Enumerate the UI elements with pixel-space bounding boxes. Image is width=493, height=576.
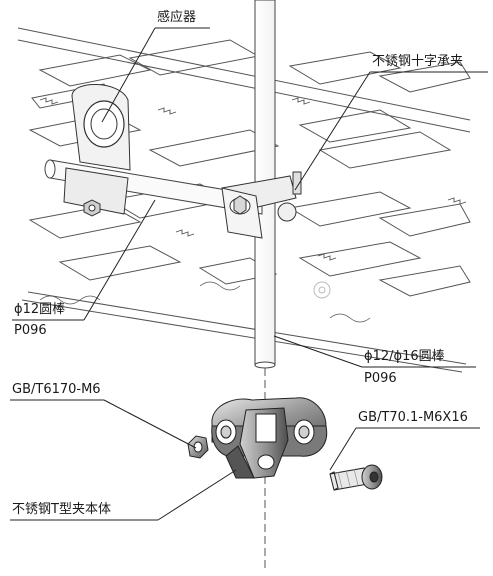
leader-body	[157, 469, 237, 521]
chain-slats-row-2	[28, 109, 452, 169]
leader-lines	[10, 27, 488, 521]
label-nut: GB/T6170-M6	[12, 382, 101, 397]
chain-notches	[39, 97, 467, 261]
label-cross-clamp: 不锈钢十字承夹	[372, 54, 464, 69]
label-screw: GB/T70.1-M6X16	[358, 410, 468, 425]
t-clamp-body	[211, 397, 328, 479]
label-rod-12: ϕ12圆棒	[14, 302, 66, 317]
leader-screw	[329, 427, 357, 471]
label-rod-12-code: P096	[14, 323, 47, 338]
leader-sensor	[101, 27, 156, 123]
conveyor-chain	[17, 27, 471, 373]
label-rod-12-16-code: P096	[364, 371, 397, 386]
leader-rod12	[83, 199, 156, 321]
sensor-bracket	[63, 84, 131, 217]
leader-rod1216	[273, 335, 363, 368]
label-rod-12-16: ϕ12/ϕ16圆棒	[364, 349, 445, 364]
cap-screw	[329, 464, 383, 491]
label-t-clamp-body: 不锈钢T型夹本体	[12, 502, 111, 517]
cross-clamp	[221, 171, 302, 239]
hex-nut	[187, 435, 209, 459]
leader-cross-clamp	[294, 71, 371, 191]
leader-nut	[103, 399, 197, 449]
label-sensor: 感应器	[157, 10, 197, 25]
chain-slats-row-4	[58, 241, 471, 297]
